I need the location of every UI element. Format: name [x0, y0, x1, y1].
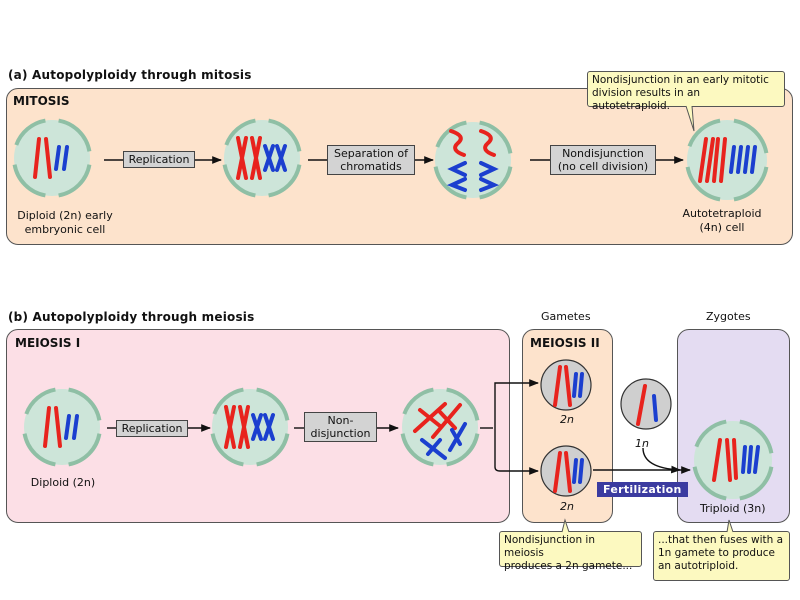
step-replication-a: Replication [123, 151, 195, 168]
callout-line2: 1n gamete to produce [658, 547, 775, 559]
caption-line2: embryonic cell [24, 223, 106, 236]
caption-line2: (4n) cell [699, 221, 745, 234]
part-a-title: (a) Autopolyploidy through mitosis [8, 68, 252, 82]
step-nondisjunction-meiosis: Non- disjunction [304, 412, 377, 442]
gamete-label-bottom: 2n [560, 500, 574, 513]
caption-line1: Autotetraploid [682, 207, 762, 220]
callout-autotriploid: ...that then fuses with a 1n gamete to p… [653, 531, 790, 581]
step-replication-b: Replication [116, 420, 188, 437]
caption-line1: Diploid (2n) early [17, 209, 113, 222]
triploid-caption: Triploid (3n) [700, 502, 766, 515]
chromosome-blue [652, 394, 658, 422]
meiosis1-label: MEIOSIS I [15, 336, 81, 350]
haploid-gamete-label: 1n [635, 437, 649, 450]
zygotes-panel [677, 329, 790, 523]
step-label-line2: chromatids [340, 160, 402, 173]
gamete-label-top: 2n [560, 413, 574, 426]
cell-body [620, 378, 672, 430]
diploid-caption: Diploid (2n) [30, 476, 96, 489]
mitosis-label: MITOSIS [13, 94, 70, 108]
callout-meiosis-gamete: Nondisjunction in meiosis produces a 2n … [499, 531, 642, 572]
step-label-line1: Separation of [334, 147, 408, 160]
fertilization-label: Fertilization [597, 482, 688, 497]
step-label: Replication [121, 422, 183, 435]
callout-line2: produces a 2n gamete... [504, 560, 633, 572]
gametes-header: Gametes [541, 310, 591, 323]
callout-line1: Nondisjunction in meiosis [504, 534, 596, 559]
zygotes-header: Zygotes [706, 310, 751, 323]
step-separation-of-chromatids: Separation of chromatids [327, 145, 415, 175]
autotetraploid-caption: Autotetraploid (4n) cell [672, 207, 772, 235]
callout-line3: an autotriploid. [658, 560, 739, 572]
callout-mitosis: Nondisjunction in an early mitotic divis… [587, 71, 785, 112]
step-label-line1: Non- [327, 414, 354, 427]
arrow-haploid-fuses [642, 447, 681, 474]
part-b-title: (b) Autopolyploidy through meiosis [8, 310, 255, 324]
step-nondisjunction-mitosis: Nondisjunction (no cell division) [550, 145, 656, 175]
meiosis1-panel [6, 329, 510, 523]
callout-line2: division results in an autotetraploid. [592, 87, 701, 112]
callout-line1: Nondisjunction in an early mitotic [592, 74, 769, 86]
callout-line1: ...that then fuses with a [658, 534, 784, 546]
step-label-line2: disjunction [310, 427, 371, 440]
chromosome-red [636, 384, 647, 426]
gamete-1n [620, 378, 672, 430]
diploid-embryonic-caption: Diploid (2n) early embryonic cell [5, 209, 125, 237]
step-label: Replication [128, 153, 190, 166]
meiosis2-label: MEIOSIS II [530, 336, 600, 350]
step-label-line1: Nondisjunction [562, 147, 644, 160]
step-label-line2: (no cell division) [557, 160, 649, 173]
